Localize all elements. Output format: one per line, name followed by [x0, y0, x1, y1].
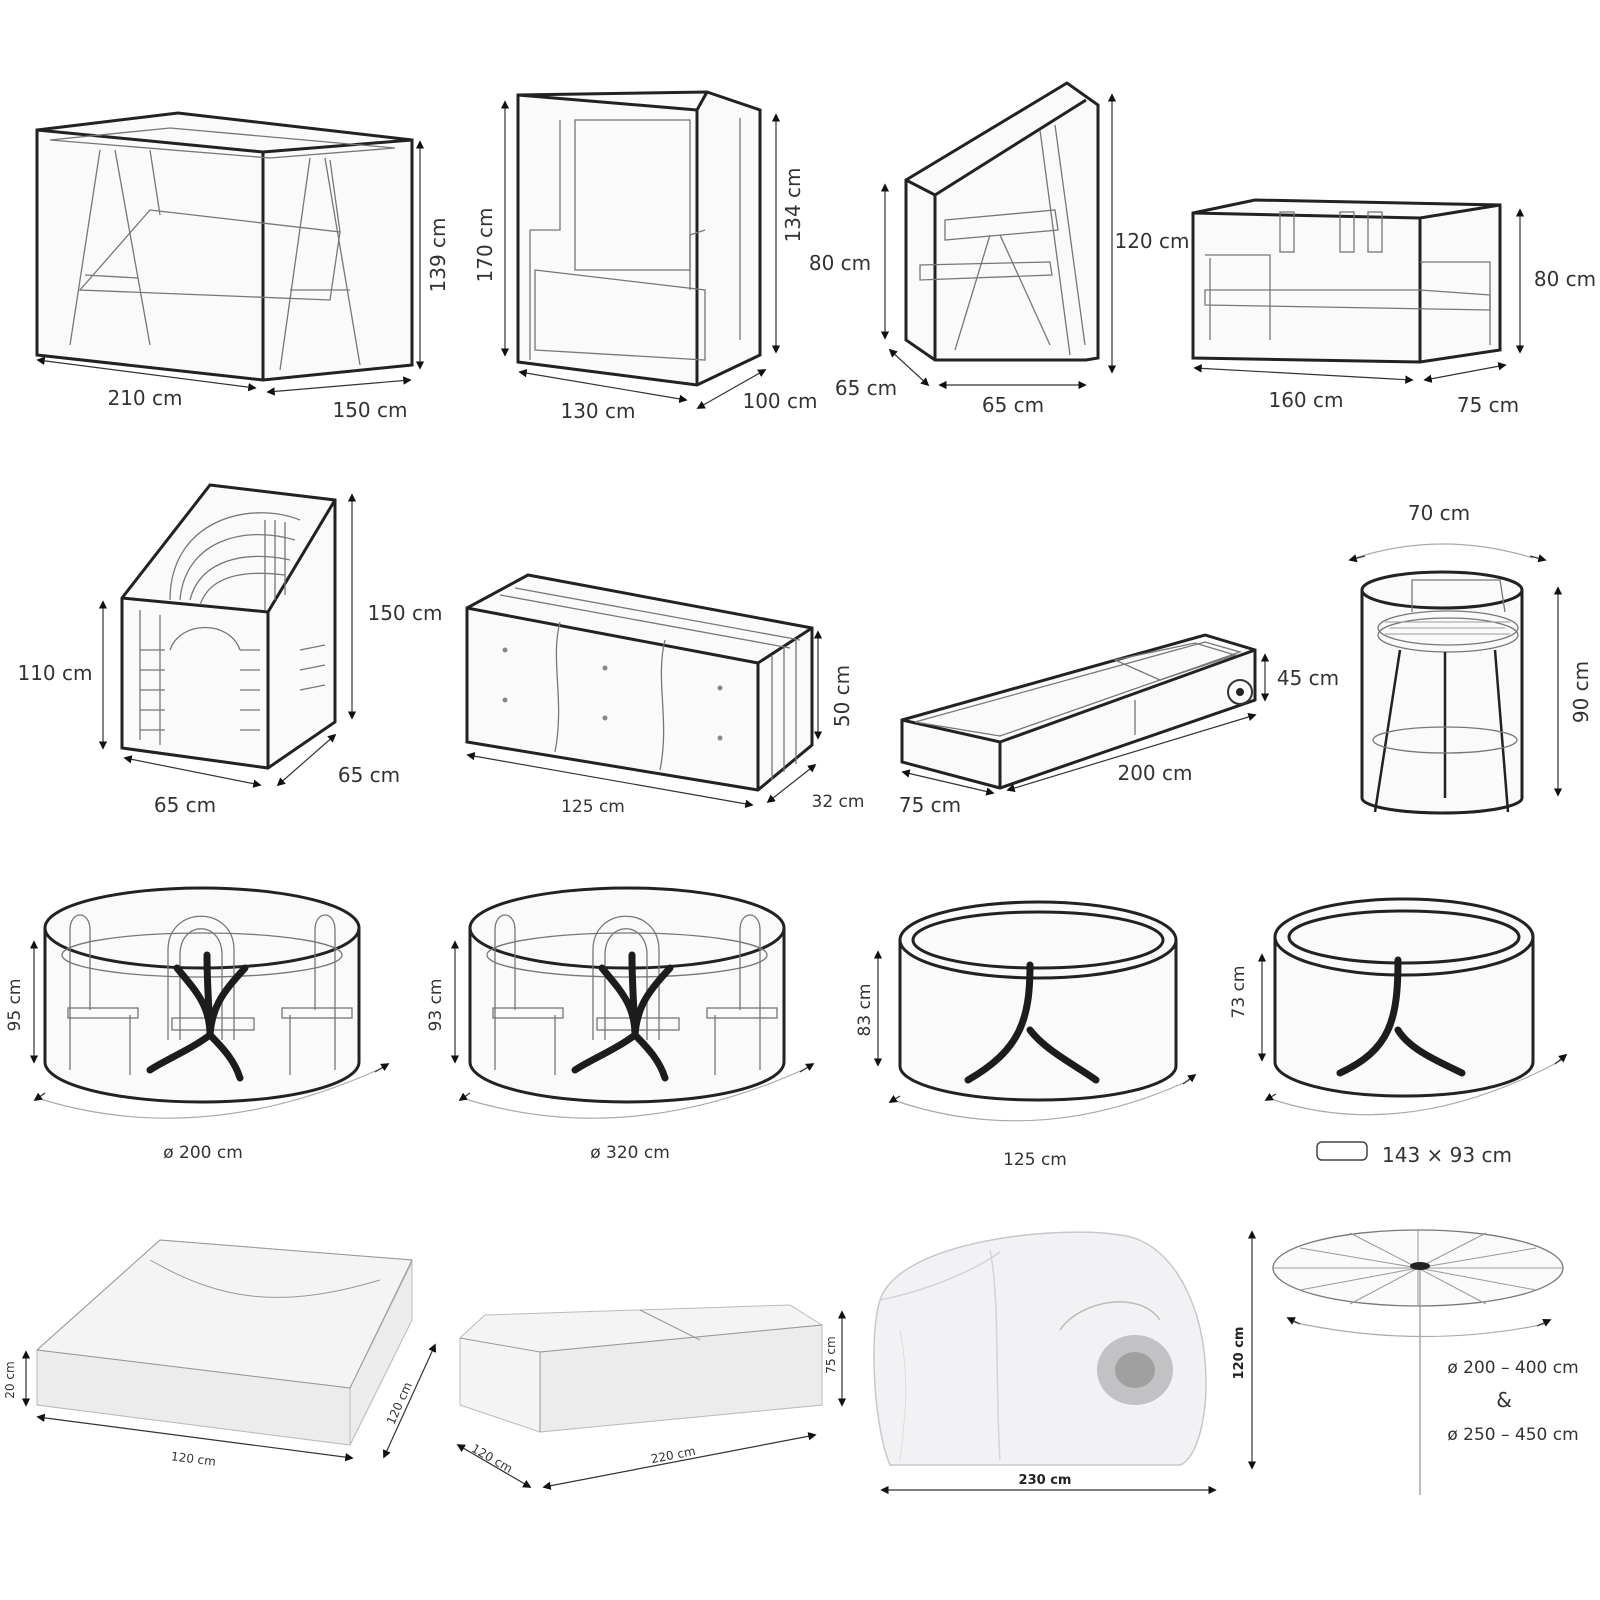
stacking-chair-depth-label: 65 cm — [835, 376, 897, 400]
armchair-back-height-label: 150 cm — [367, 601, 442, 625]
cushion-bag-height-label: 50 cm — [830, 665, 854, 727]
oval-125-height-label: 83 cm — [855, 984, 875, 1037]
round-set-200-diameter-label: ø 200 cm — [163, 1143, 243, 1163]
bistro-cover: 70 cm 90 cm — [1348, 501, 1593, 815]
lounger-width-label: 75 cm — [899, 793, 961, 817]
armchair-front-height-label: 110 cm — [17, 661, 92, 685]
swing-width-label: 210 cm — [107, 386, 182, 410]
round-set-200-height-label: 95 cm — [5, 979, 25, 1032]
flat-cover: 20 cm 120 cm 120 cm — [3, 1239, 437, 1469]
parasol-cover: ø 200 – 400 cm & ø 250 – 450 cm — [1272, 1229, 1579, 1495]
lounger-height-label: 45 cm — [1277, 666, 1339, 690]
stacking-chair-front-height-label: 80 cm — [809, 251, 871, 275]
parasol-range-2-label: ø 250 – 450 cm — [1447, 1425, 1578, 1445]
round-set-320-cover: 93 cm ø 320 cm — [426, 886, 815, 1163]
box-cover: 75 cm 120 cm 220 cm — [456, 1304, 847, 1490]
cushion-bag-depth-label: 32 cm — [812, 792, 865, 812]
bench-height-label: 80 cm — [1534, 267, 1596, 291]
oval-table-125-cover: 83 cm 125 cm — [855, 900, 1197, 1170]
lounger-length-label: 200 cm — [1117, 761, 1192, 785]
beach-chair-side-height-label: 134 cm — [781, 167, 805, 242]
round-set-200-cover: 95 cm ø 200 cm — [5, 886, 390, 1163]
armchair-width-label: 65 cm — [154, 793, 216, 817]
parasol-connector: & — [1496, 1388, 1512, 1412]
oval-table-143-cover: 73 cm 143 × 93 cm — [1229, 897, 1568, 1167]
swing-height-label: 139 cm — [426, 217, 450, 292]
flat-height-label: 20 cm — [3, 1361, 17, 1398]
lounger-cover: 45 cm 75 cm 200 cm — [899, 633, 1339, 817]
bench-cover: 80 cm 160 cm 75 cm — [1191, 198, 1596, 417]
parasol-range-1-label: ø 200 – 400 cm — [1447, 1358, 1578, 1378]
oval-143-size-label: 143 × 93 cm — [1382, 1143, 1512, 1167]
box-length-label: 220 cm — [650, 1444, 697, 1466]
cushion-bag: 50 cm 125 cm 32 cm — [465, 573, 865, 817]
flat-width-label: 120 cm — [170, 1449, 216, 1468]
armchair-depth-label: 65 cm — [338, 763, 400, 787]
stacking-chair-cover: 80 cm 120 cm 65 cm 65 cm — [809, 81, 1190, 417]
oval-shape-icon — [1316, 1141, 1368, 1161]
flat-depth-label: 120 cm — [384, 1380, 415, 1427]
transparent-height-label: 120 cm — [1232, 1327, 1247, 1380]
beach-chair-width-label: 130 cm — [560, 399, 635, 423]
armchair-cover: 110 cm 150 cm 65 cm 65 cm — [17, 483, 443, 817]
stacking-chair-width-label: 65 cm — [982, 393, 1044, 417]
bench-width-label: 160 cm — [1268, 388, 1343, 412]
transparent-cover: 120 cm 230 cm — [873, 1230, 1257, 1495]
oval-125-length-label: 125 cm — [1003, 1150, 1067, 1170]
swing-depth-label: 150 cm — [332, 398, 407, 422]
round-set-320-height-label: 93 cm — [426, 979, 446, 1032]
transparent-width-label: 230 cm — [1019, 1473, 1072, 1488]
bistro-height-label: 90 cm — [1569, 661, 1593, 723]
cushion-bag-length-label: 125 cm — [561, 797, 625, 817]
box-height-label: 75 cm — [824, 1336, 838, 1373]
beach-chair-cover: 170 cm 134 cm 130 cm 100 cm — [473, 90, 818, 423]
stacking-chair-back-height-label: 120 cm — [1114, 229, 1189, 253]
box-depth-label: 120 cm — [469, 1441, 515, 1476]
bench-depth-label: 75 cm — [1457, 393, 1519, 417]
oval-143-height-label: 73 cm — [1229, 966, 1249, 1019]
beach-chair-depth-label: 100 cm — [742, 389, 817, 413]
beach-chair-height-label: 170 cm — [473, 207, 497, 282]
swing-cover: 210 cm 150 cm 139 cm — [35, 111, 450, 422]
round-set-320-diameter-label: ø 320 cm — [590, 1143, 670, 1163]
bistro-diameter-label: 70 cm — [1408, 501, 1470, 525]
